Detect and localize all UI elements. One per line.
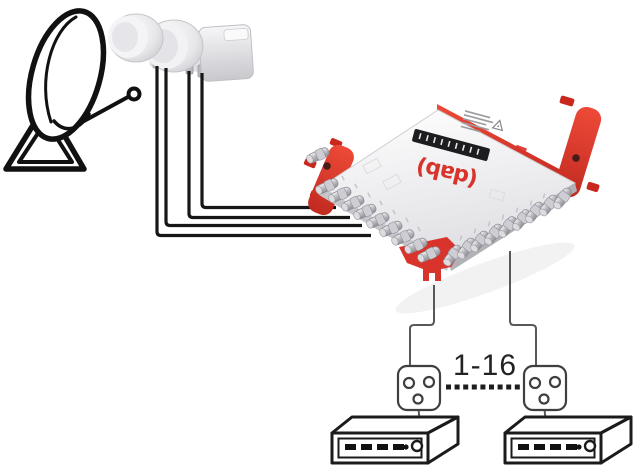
outlet-hole — [402, 376, 416, 390]
dish-rim-line — [44, 15, 78, 124]
plate-port-ticks — [341, 175, 546, 241]
small-red-label — [514, 144, 528, 154]
sat-outlet-icon-left — [396, 364, 442, 412]
multiswitch-icon: (dab) — [303, 95, 602, 314]
coax-cable-2 — [164, 68, 362, 228]
multiswitch-shadow — [395, 242, 575, 314]
plate-print-outlines — [362, 157, 506, 202]
outputs-range-label: 1-16 — [452, 349, 518, 382]
lnb-body-label — [223, 27, 249, 42]
receiver-vents — [518, 444, 577, 450]
outlet-hole — [538, 393, 550, 405]
rail-screw-hole — [323, 162, 331, 170]
warning-triangle-icon — [491, 119, 504, 132]
fine-print-block — [460, 110, 504, 133]
satellite-dish-icon — [3, 8, 142, 172]
receiver-led — [576, 444, 582, 450]
quad-lnb-icon — [108, 13, 254, 82]
receiver-icon-right — [503, 415, 633, 465]
coax-cable-4 — [200, 73, 336, 210]
lnb-horn-front-inner — [112, 22, 138, 52]
outlet-feed-line-right — [509, 251, 537, 367]
right-mount-rail — [554, 95, 602, 198]
outlet-feed-line-left — [409, 285, 435, 367]
model-label-strip — [412, 129, 490, 161]
receiver-icon-left — [330, 415, 460, 465]
outlet-hole — [528, 376, 542, 390]
dish-feed-arm — [82, 95, 130, 123]
receiver-power-button — [583, 439, 597, 453]
receiver-led — [403, 444, 409, 450]
outlet-hole — [422, 375, 436, 389]
coax-cable-1 — [155, 66, 371, 238]
receiver-power-button — [410, 439, 424, 453]
lnb-coax-cables — [155, 66, 371, 238]
sat-outlet-icon-right — [522, 364, 568, 412]
dish-feed-head — [126, 86, 142, 102]
receiver-vents — [345, 444, 404, 450]
outlet-hole — [548, 375, 562, 389]
coax-cable-3 — [187, 71, 350, 220]
outlet-hole — [412, 393, 424, 405]
rail-screw-hole — [572, 154, 580, 162]
dish-stand-inner — [17, 119, 74, 164]
